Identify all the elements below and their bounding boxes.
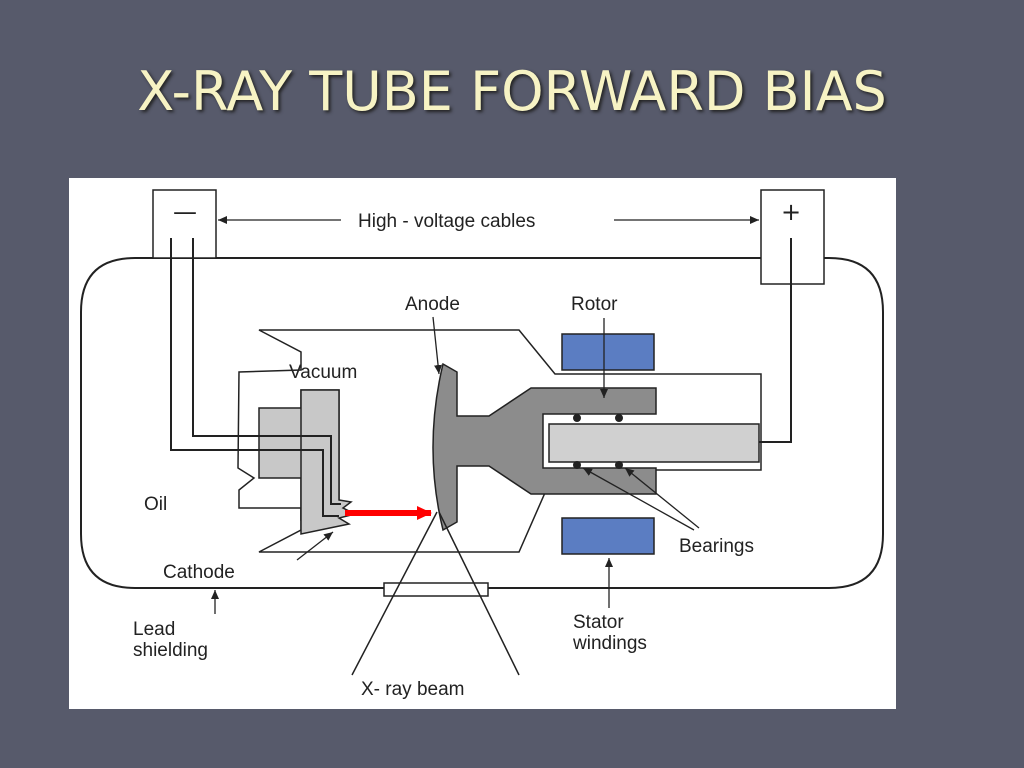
bearing-top-1 — [573, 414, 581, 422]
lead-shielding-label-line1: Lead — [133, 619, 175, 640]
xray-beam-right — [438, 511, 520, 676]
cathode-label: Cathode — [163, 562, 235, 583]
bearings-pointer-1 — [582, 467, 695, 531]
xray-tube-diagram: — + High - voltage cables — [69, 178, 896, 709]
high-voltage-cables-label: High - voltage cables — [358, 211, 535, 232]
bearing-top-2 — [615, 414, 623, 422]
cathode-wire-1 — [170, 238, 339, 517]
rotor-label: Rotor — [571, 294, 618, 315]
xray-beam-label: X- ray beam — [361, 679, 464, 700]
negative-terminal-label: — — [173, 198, 197, 226]
anode-wire — [759, 238, 792, 443]
cathode-wire-2 — [192, 238, 341, 505]
tube-window — [383, 582, 489, 597]
stator-windings-label-line1: Stator — [573, 612, 624, 633]
oil-label: Oil — [144, 494, 167, 515]
stator-top — [561, 333, 655, 371]
stator-windings-label-line2: windings — [572, 633, 647, 654]
positive-terminal-label: + — [781, 198, 801, 226]
slide-title: X-RAY TUBE FORWARD BIAS — [137, 60, 887, 123]
lead-shielding-label-line2: shielding — [133, 640, 208, 661]
bearing-bottom-2 — [615, 461, 623, 469]
xray-beam-left — [351, 511, 438, 676]
rotor-shaft — [548, 423, 760, 463]
anode-label: Anode — [405, 294, 460, 315]
anode-pointer — [432, 316, 443, 375]
positive-cable-socket — [760, 189, 825, 285]
bearings-label: Bearings — [679, 536, 754, 557]
stator-bottom — [561, 517, 655, 555]
negative-cable-socket — [152, 189, 217, 259]
anode-target — [432, 362, 657, 532]
bearings-pointer-2 — [624, 467, 700, 529]
cathode-pointer — [296, 531, 334, 561]
bearing-bottom-1 — [573, 461, 581, 469]
vacuum-label: Vacuum — [289, 362, 357, 383]
